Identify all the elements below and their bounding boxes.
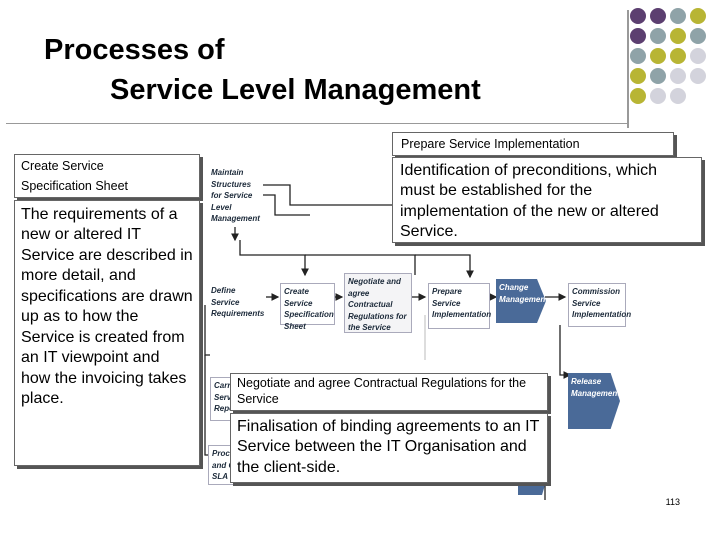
create-label-callout: Create Service Specification Sheet — [14, 154, 200, 198]
negotiate-label-text: Negotiate and agree Contractual Regulati… — [237, 376, 527, 407]
create-label-line2: Specification Sheet — [21, 179, 129, 193]
define-requirements-box: Define Service Requirements — [208, 283, 266, 325]
dot — [670, 88, 686, 104]
commission-box: Commission Service Implementation — [568, 283, 631, 327]
process-diagram: Maintain Structures for Service Level Ma… — [200, 155, 640, 500]
decorative-vertical-line — [627, 10, 629, 128]
dot — [630, 88, 646, 104]
create-label-line1: Create Service — [21, 159, 104, 173]
maintain-structures-box: Maintain Structures for Service Level Ma… — [208, 165, 263, 227]
change-management-box: Change Management — [496, 279, 546, 323]
dot — [670, 48, 686, 64]
dot — [650, 28, 666, 44]
dot — [690, 68, 706, 84]
dot — [670, 68, 686, 84]
release-management-box: Release Management — [568, 373, 620, 429]
prepare-label-text: Prepare Service Implementation — [401, 137, 580, 151]
dot — [650, 68, 666, 84]
prepare-box: Prepare Service Implementation — [428, 283, 491, 329]
diagram-connectors — [204, 184, 572, 500]
dot — [670, 28, 686, 44]
create-description: The requirements of a new or altered IT … — [21, 206, 193, 408]
dot — [690, 28, 706, 44]
decorative-dot-grid — [628, 6, 718, 121]
dot — [630, 28, 646, 44]
dot — [630, 8, 646, 24]
negotiate-label-callout: Negotiate and agree Contractual Regulati… — [230, 373, 548, 411]
dot — [630, 48, 646, 64]
dot — [650, 48, 666, 64]
dot — [690, 48, 706, 64]
create-spec-box: Create Service Specification Sheet — [280, 283, 335, 331]
dot — [690, 8, 706, 24]
negotiate-description: Finalisation of binding agreements to an… — [237, 418, 540, 476]
negotiate-text-callout: Finalisation of binding agreements to an… — [230, 413, 548, 483]
dot — [670, 8, 686, 24]
dot — [630, 68, 646, 84]
prepare-label-callout: Prepare Service Implementation — [392, 132, 674, 156]
decorative-horizontal-line — [6, 123, 629, 124]
prepare-description: Identification of preconditions, which m… — [400, 162, 659, 241]
prepare-text-callout: Identification of preconditions, which m… — [392, 157, 702, 243]
dot — [650, 88, 666, 104]
dot — [650, 8, 666, 24]
slide-title-line2: Service Level Management — [110, 74, 481, 106]
create-text-callout: The requirements of a new or altered IT … — [14, 200, 200, 466]
slide-title-line1: Processes of — [44, 34, 225, 66]
page-number: 113 — [665, 497, 680, 507]
negotiate-box: Negotiate and agree Contractual Regulati… — [344, 273, 412, 333]
